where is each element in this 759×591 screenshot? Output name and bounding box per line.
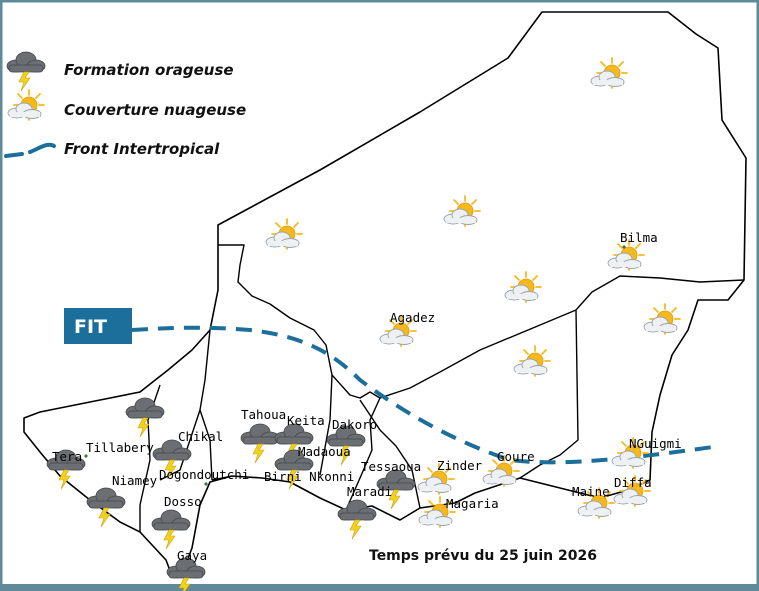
city-label: Chikal	[178, 429, 223, 444]
city-label: Niamey	[112, 473, 158, 488]
fit-label: FIT	[74, 316, 107, 338]
city-label: Zinder	[437, 458, 483, 473]
city-label: Agadez	[390, 310, 435, 325]
legend-front-icon	[4, 142, 56, 158]
forecast-date: Temps prévu du 25 juin 2026	[369, 548, 597, 564]
city-label: Gaya	[177, 548, 207, 563]
city-label: Birni Nkonni	[264, 469, 354, 484]
city-label: Dogondoutchi	[159, 467, 249, 482]
city-label: NGuigmi	[629, 436, 682, 451]
city-label: Keita	[287, 413, 325, 428]
legend-storm-label: Formation orageuse	[64, 61, 234, 79]
city-label: Tahoua	[241, 407, 286, 422]
fit-box	[64, 308, 132, 344]
city-label: Diffa	[614, 475, 652, 490]
city-label: Maine	[572, 484, 610, 499]
city-labels: Bilma Agadez Tillabery Chikal Tahoua Kei…	[52, 230, 682, 563]
city-label: Dakoro	[332, 417, 377, 432]
city-label: Tera	[52, 449, 82, 464]
city-dots	[84, 245, 626, 486]
bottom-band	[0, 584, 759, 591]
city-label: Tessaoua	[361, 459, 421, 474]
city-label: Madaoua	[298, 444, 351, 459]
legend-storm-icon	[6, 51, 46, 92]
country-outline	[23, 11, 747, 577]
legend-cloud-label: Couverture nuageuse	[64, 101, 246, 119]
legend-front-label: Front Intertropical	[64, 140, 220, 158]
legend: Formation orageuse Couverture nuageuse F…	[4, 51, 246, 158]
city-label: Dosso	[164, 494, 202, 509]
city-label: Magaria	[446, 496, 499, 511]
city-label: Tillabery	[86, 440, 154, 455]
city-label: Maradi	[347, 484, 392, 499]
legend-sun-cloud-icon	[7, 89, 45, 121]
city-label: Bilma	[620, 230, 658, 245]
city-label: Goure	[497, 449, 535, 464]
intertropical-front	[131, 325, 721, 465]
